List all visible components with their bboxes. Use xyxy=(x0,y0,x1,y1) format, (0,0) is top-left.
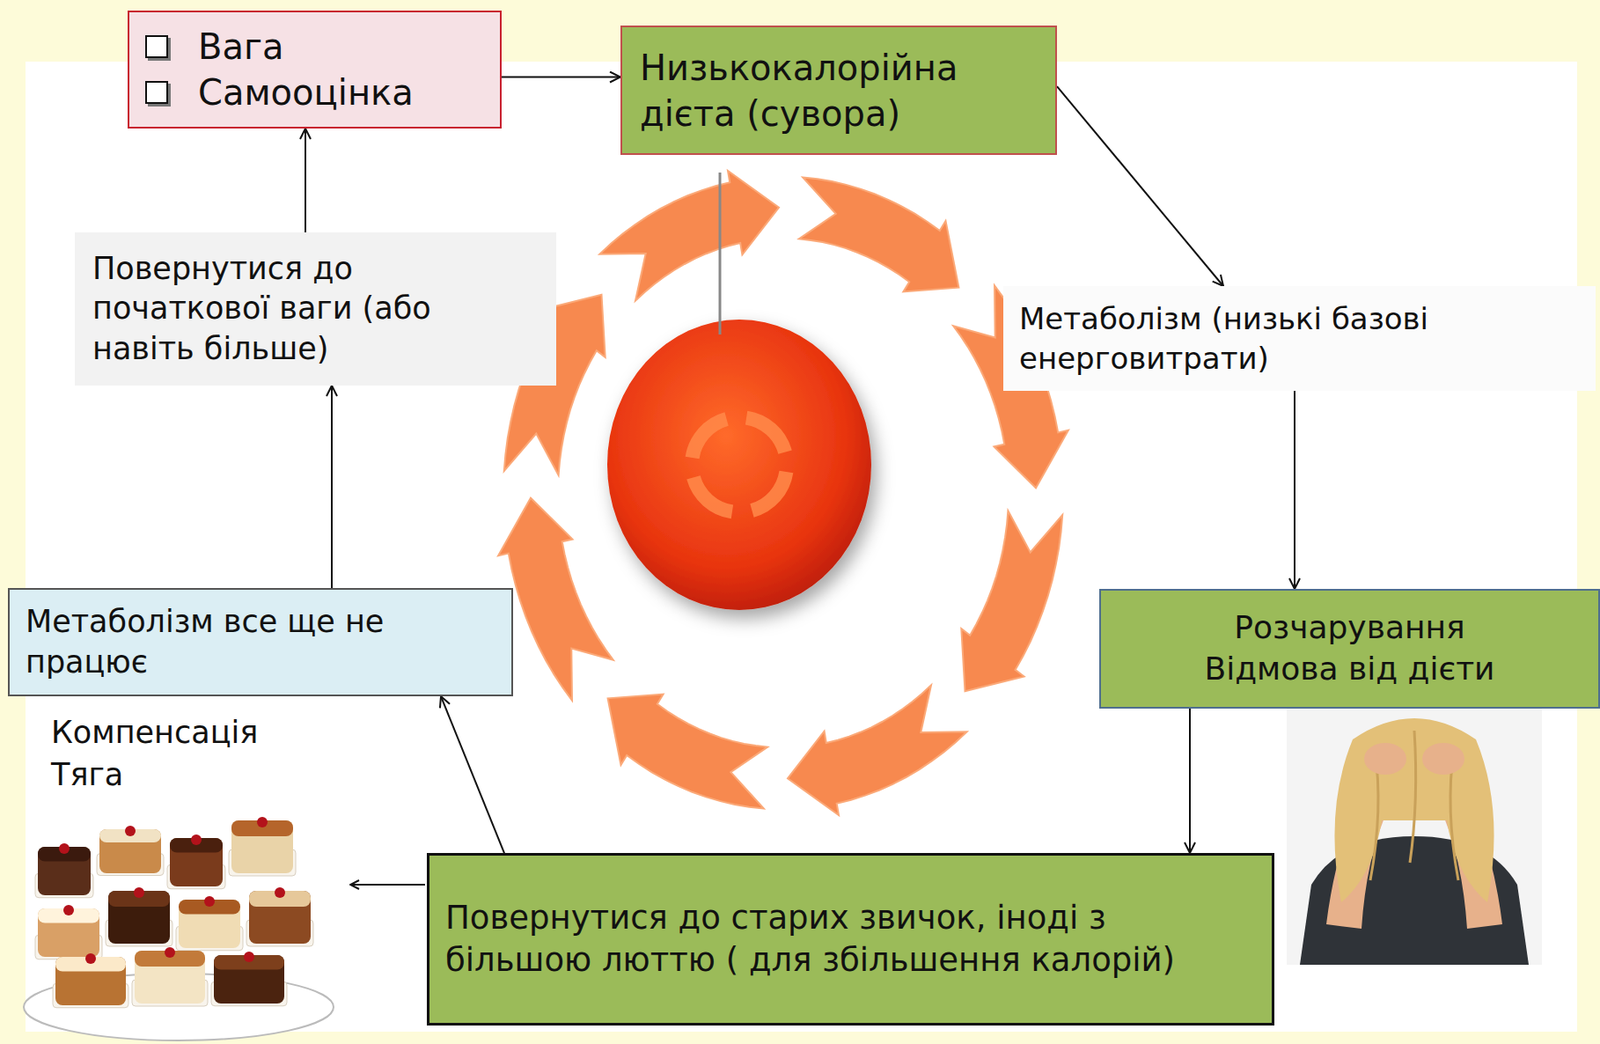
cake-body xyxy=(134,950,206,1004)
list-item: Самооцінка xyxy=(198,69,414,116)
process-box: РозчаруванняВідмова від дієти xyxy=(1099,588,1600,709)
cherry xyxy=(58,843,70,854)
white-panel xyxy=(25,61,1578,1032)
box-text: Метаболізм все ще не працює xyxy=(25,601,496,683)
cake xyxy=(52,953,129,1008)
cherry xyxy=(190,834,202,845)
cake xyxy=(105,887,173,947)
cycle-arrow xyxy=(599,170,779,301)
cherry xyxy=(164,946,176,958)
hand xyxy=(1422,742,1465,775)
process-box: Повернутися до старих звичок, іноді з бі… xyxy=(426,852,1275,1026)
cake xyxy=(176,895,243,951)
checkbox-bullet xyxy=(145,80,169,104)
cycle-arrow xyxy=(799,177,960,293)
center-disc xyxy=(607,319,872,610)
process-box: Низькокалорійна дієта (сувора) xyxy=(620,25,1057,155)
cycle-arrow xyxy=(787,684,968,815)
cycle-arrow xyxy=(498,498,614,701)
cherry xyxy=(133,887,145,898)
cherry xyxy=(243,951,255,962)
box-text: Самооцінка xyxy=(145,69,486,116)
flow-arrow xyxy=(1056,86,1224,287)
cherry xyxy=(63,904,74,916)
flow-arrow xyxy=(330,385,333,588)
box-text: Відмова від дієти xyxy=(1115,648,1585,690)
cake xyxy=(96,825,164,876)
cake-body xyxy=(37,908,100,957)
pointer-arrow xyxy=(350,883,426,886)
flow-arrow xyxy=(1188,708,1191,853)
cake xyxy=(35,843,94,898)
box-text: Вага xyxy=(145,23,486,70)
cake-body xyxy=(37,846,91,896)
photo-ground xyxy=(1286,704,1542,965)
cycle-icon-arrow xyxy=(686,475,734,519)
cherry xyxy=(85,953,96,964)
box-text: Метаболізм (низькі базові енерговитрати) xyxy=(1019,299,1580,377)
flow-arrow xyxy=(440,696,505,853)
process-box: Метаболізм все ще не працює xyxy=(7,587,514,697)
cycle-icon-arrow xyxy=(685,411,729,459)
flow-arrow xyxy=(304,128,307,233)
grey-rule xyxy=(719,172,722,335)
cycle-ring xyxy=(498,170,1069,815)
cycle-arrow xyxy=(608,694,769,809)
hand xyxy=(1364,742,1407,775)
cakes-picture xyxy=(23,816,334,1041)
cycle-arrow xyxy=(961,510,1063,691)
cherry xyxy=(256,816,268,828)
checkbox-bullet xyxy=(145,35,169,59)
cake xyxy=(228,816,296,876)
cycle-icon-arrow xyxy=(745,411,793,455)
cake-body xyxy=(169,837,223,887)
cake-body xyxy=(178,899,241,948)
hair xyxy=(1334,718,1494,903)
cake xyxy=(35,904,103,960)
cake xyxy=(132,946,208,1006)
list-item: Вага xyxy=(198,23,284,70)
note-label: Компенсація xyxy=(51,712,258,754)
cake-body xyxy=(231,820,294,874)
cake-body xyxy=(249,890,311,944)
cherry xyxy=(124,825,136,837)
flow-arrow xyxy=(501,76,621,79)
cake xyxy=(246,887,314,947)
cycle-icon xyxy=(685,411,794,520)
process-box: Метаболізм (низькі базові енерговитрати) xyxy=(1003,286,1596,391)
process-box: Повернутися до початкової ваги (або наві… xyxy=(74,232,557,386)
sad-woman-picture xyxy=(1286,704,1542,965)
flow-arrow xyxy=(1293,390,1296,589)
cake xyxy=(167,834,226,889)
box-text: Розчарування xyxy=(1115,607,1585,649)
list-box: ВагаСамооцінка xyxy=(127,10,502,129)
cake xyxy=(211,951,287,1006)
cake-body xyxy=(213,954,285,1004)
cherry xyxy=(204,895,215,907)
cake-body xyxy=(55,956,126,1006)
box-text: Повернутися до початкової ваги (або наві… xyxy=(92,249,539,370)
cherry xyxy=(274,887,286,898)
box-text: Низькокалорійна дієта (сувора) xyxy=(639,44,1038,137)
cycle-icon-arrow xyxy=(749,470,793,518)
note-label: Тяга xyxy=(51,755,124,796)
cake-body xyxy=(108,890,170,944)
box-text: Повернутися до старих звичок, іноді з бі… xyxy=(445,896,1256,982)
